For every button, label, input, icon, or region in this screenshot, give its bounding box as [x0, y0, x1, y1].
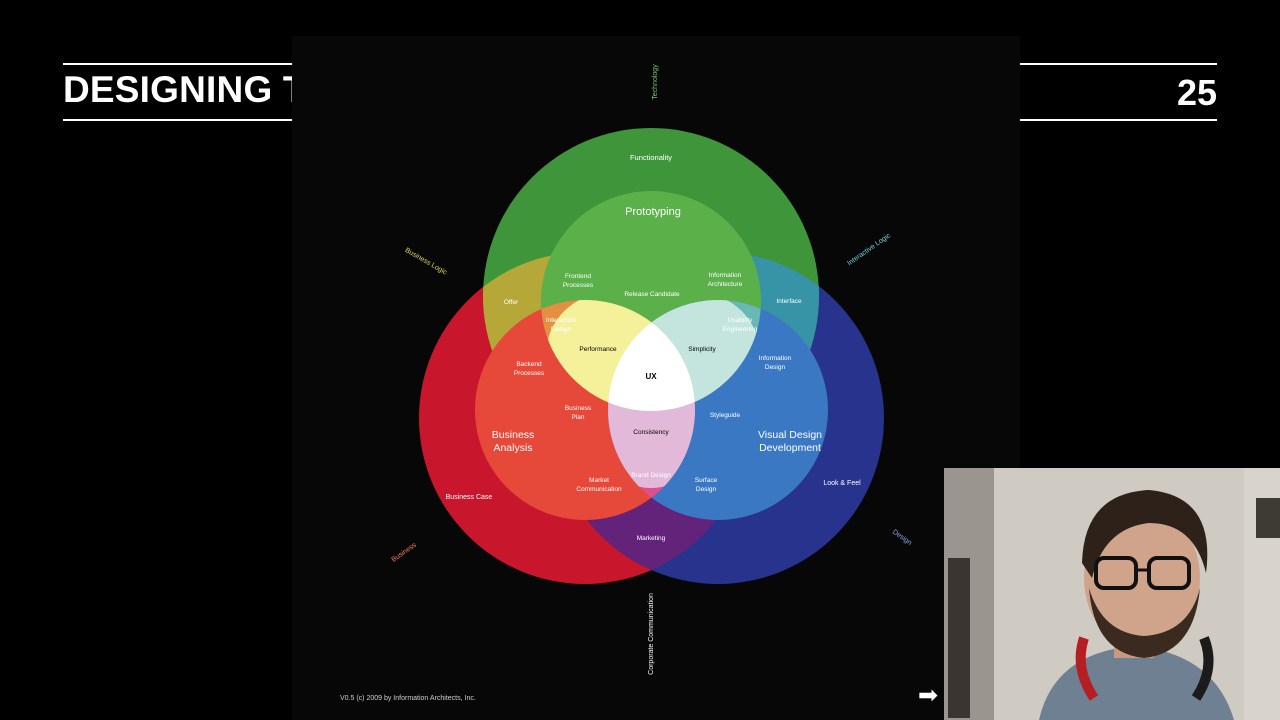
slide-number: 25 — [1176, 72, 1217, 113]
label-look-and-feel: Look & Feel — [823, 480, 861, 487]
label-surface-design-2: Design — [696, 486, 717, 493]
label-simplicity: Simplicity — [688, 346, 716, 353]
label-backend-1: Backend — [516, 361, 542, 368]
label-performance: Performance — [579, 346, 617, 353]
label-business-case: Business Case — [446, 494, 493, 501]
label-backend-2: Processes — [514, 370, 545, 377]
axis-corporate-communication: Corporate Communication — [648, 593, 655, 675]
label-styleguide: Styleguide — [710, 412, 741, 419]
axis-interactive-logic: Interactive Logic — [846, 232, 892, 267]
axis-technology: Technology — [652, 64, 659, 100]
label-business-plan-1: Business — [565, 405, 592, 412]
presenter-figure — [944, 468, 1280, 720]
label-prototyping: Prototyping — [625, 206, 681, 218]
label-release-candidate: Release Candidate — [624, 291, 680, 298]
label-usability-1: Usability — [728, 317, 753, 324]
label-frontend-2: Processes — [563, 282, 594, 289]
label-consistency: Consistency — [633, 429, 669, 436]
label-marketing: Marketing — [637, 535, 666, 542]
label-surface-design-1: Surface — [695, 477, 718, 484]
label-brand-design: Brand Design — [631, 472, 671, 479]
label-info-architecture-1: Information — [709, 272, 742, 279]
label-interaction-design-2: Design — [551, 326, 572, 333]
label-visual-design-2: Development — [759, 442, 821, 454]
label-frontend-1: Frontend — [565, 273, 591, 280]
label-info-design-2: Design — [765, 364, 786, 371]
next-slide-arrow-icon[interactable]: ➡ — [918, 682, 939, 709]
label-business-analysis-1: Business — [492, 429, 535, 441]
label-info-architecture-2: Architecture — [708, 281, 743, 288]
label-interaction-design-1: Interaction — [546, 317, 577, 324]
label-market-comm-1: Market — [589, 477, 609, 484]
label-functionality: Functionality — [630, 153, 672, 162]
label-visual-design-1: Visual Design — [758, 429, 822, 441]
figure-credit: V0.5 (c) 2009 by Information Architects,… — [340, 695, 476, 702]
label-business-plan-2: Plan — [571, 414, 584, 421]
label-business-analysis-2: Analysis — [493, 442, 532, 454]
label-market-comm-2: Communication — [576, 486, 622, 493]
axis-business-logic: Business Logic — [404, 247, 449, 277]
presenter-webcam — [944, 468, 1280, 720]
ux-label: UX — [645, 372, 657, 381]
label-interface: Interface — [776, 298, 802, 305]
axis-business: Business — [390, 541, 418, 563]
label-offer: Offer — [504, 299, 519, 306]
label-usability-2: Engineering — [723, 326, 758, 333]
label-info-design-1: Information — [759, 355, 792, 362]
axis-design: Design — [891, 529, 913, 547]
